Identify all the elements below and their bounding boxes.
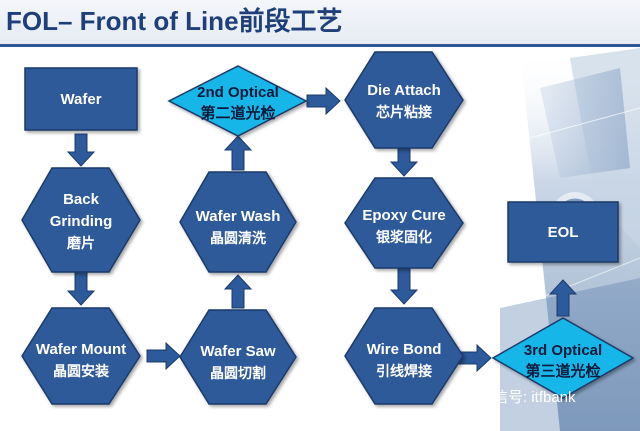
node-back-grinding-line1: Back [63,191,100,208]
arrow-wafer-wash-to-2nd-optical [223,135,253,171]
node-2nd-optical-line2: 第二道光检 [200,104,275,122]
node-die-attach-line2: 芯片粘接 [376,104,432,120]
arrow-epoxy-cure-to-wire-bond [389,267,419,305]
node-wafer-saw-line2: 晶圆切割 [210,365,266,381]
arrow-2nd-optical-to-die-attach [306,86,341,116]
arrow-3rd-optical-to-eol [548,279,578,317]
node-die-attach: Die Attach 芯片粘接 [344,51,464,149]
node-2nd-optical-line1: 2nd Optical [197,84,279,101]
wechat-icon [446,385,472,406]
node-epoxy-cure: Epoxy Cure 银浆固化 [344,177,464,269]
node-wafer-saw: Wafer Saw 晶圆切割 [179,309,297,405]
node-die-attach-line1: Die Attach [367,82,441,99]
node-2nd-optical: 2nd Optical 第二道光检 [167,65,308,137]
node-epoxy-cure-line2: 银浆固化 [376,229,432,245]
node-wafer-label: Wafer [60,91,101,108]
page-title: FOL– Front of Line前段工艺 [6,6,343,36]
node-3rd-optical-line2: 第三道光检 [525,362,600,380]
node-wafer-mount-line1: Wafer Mount [36,341,126,358]
node-wire-bond-line1: Wire Bond [367,341,442,358]
watermark-text: 微信号: itfbank [478,388,576,406]
wechat-watermark: 微信号: itfbank [446,384,576,408]
arrow-wire-bond-to-3rd-optical [457,343,492,373]
title-divider [0,44,640,47]
node-wire-bond: Wire Bond 引线焊接 [344,307,464,405]
arrow-die-attach-to-epoxy-cure [389,147,419,177]
node-wafer-mount: Wafer Mount 晶圆安装 [21,307,141,405]
node-wafer-wash-line1: Wafer Wash [196,208,281,225]
node-wafer-mount-line2: 晶圆安装 [53,363,110,379]
node-wafer-wash-line2: 晶圆清洗 [210,230,266,246]
node-back-grinding: Back Grinding 磨片 [21,167,141,273]
arrow-wafer-mount-to-wafer-saw [146,341,181,371]
arrow-wafer-saw-to-wafer-wash [223,274,253,309]
node-wafer: Wafer [24,67,138,131]
node-wire-bond-line2: 引线焊接 [376,363,432,379]
node-epoxy-cure-line1: Epoxy Cure [362,207,445,224]
arrow-wafer-to-back-grinding [66,133,96,167]
arrow-back-grinding-to-wafer-mount [66,271,96,306]
node-3rd-optical-line1: 3rd Optical [524,342,602,359]
node-wafer-wash: Wafer Wash 晶圆清洗 [179,171,297,273]
node-back-grinding-line3: 磨片 [67,235,95,251]
node-eol-label: EOL [548,224,579,241]
node-eol: EOL [507,201,619,263]
node-back-grinding-line2: Grinding [50,213,113,230]
node-wafer-saw-line1: Wafer Saw [200,343,276,360]
header-band [0,0,640,44]
node-3rd-optical: 3rd Optical 第三道光检 [491,317,635,399]
